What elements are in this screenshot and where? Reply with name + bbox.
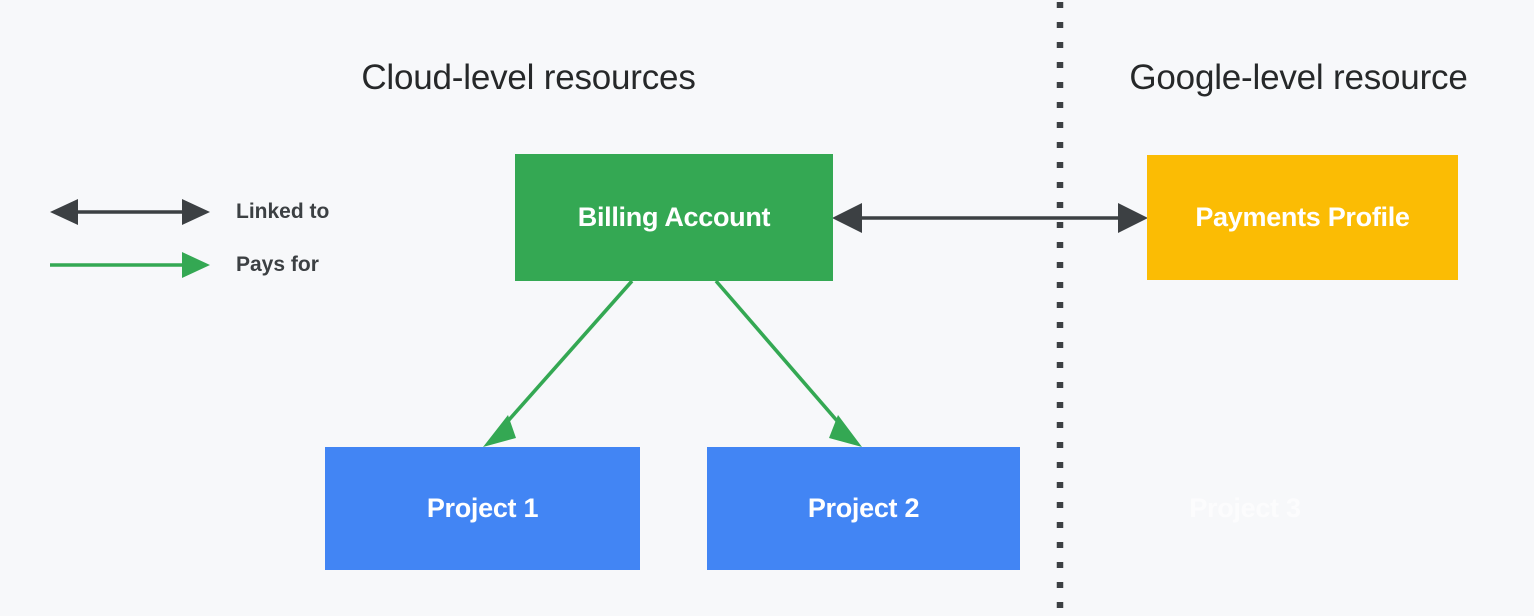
legend-linked-to-arrow-icon <box>50 199 210 225</box>
node-payments-profile[interactable]: Payments Profile <box>1147 155 1458 280</box>
legend-label-linked-to: Linked to <box>236 200 330 223</box>
column-title-google-level: Google-level resource <box>1129 58 1468 97</box>
column-title-cloud-level: Cloud-level resources <box>361 58 696 97</box>
edge-billing-to-project2 <box>714 279 862 447</box>
node-project-3: Project 3 <box>1189 492 1301 523</box>
edge-billing-to-project1 <box>483 279 634 447</box>
legend-pays-for-arrow-icon <box>50 252 210 278</box>
node-project-1[interactable]: Project 1 <box>325 447 640 570</box>
edge-billing-to-payments <box>832 203 1148 233</box>
node-billing-account[interactable]: Billing Account <box>515 154 833 281</box>
node-project-2[interactable]: Project 2 <box>707 447 1020 570</box>
legend-label-pays-for: Pays for <box>236 253 319 276</box>
